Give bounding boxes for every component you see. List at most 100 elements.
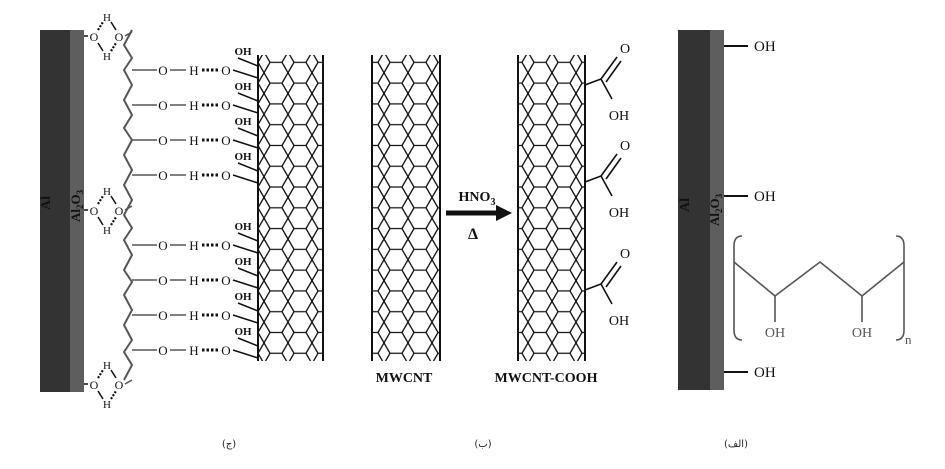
carbonyl-bond bbox=[600, 56, 618, 80]
cnt-tube-pristine bbox=[371, 55, 441, 361]
cnt-lattice bbox=[518, 55, 585, 361]
hydroxyl-group: OH bbox=[609, 206, 629, 221]
oxygen-atom: O bbox=[158, 98, 167, 113]
oxygen-atom: O bbox=[158, 308, 167, 323]
oh-bond bbox=[110, 21, 117, 31]
panel-label-a: (الف) bbox=[724, 439, 748, 450]
oh-bond bbox=[97, 390, 104, 400]
hydrogen-atom: H bbox=[189, 98, 198, 113]
surface-oxygen: O bbox=[90, 30, 99, 44]
al2o3-layer bbox=[70, 30, 84, 392]
hydrogen-atom: H bbox=[189, 273, 198, 288]
cnt-bond bbox=[232, 139, 259, 149]
cnt-bond bbox=[237, 267, 259, 277]
al2o3-label: Al2O3 bbox=[707, 193, 724, 226]
polymer-bond bbox=[124, 205, 133, 211]
polymer-bond bbox=[124, 31, 133, 37]
cnt-carbon-bond bbox=[584, 175, 602, 183]
oxygen-atom: O bbox=[158, 343, 167, 358]
carboxyl-oh: OH bbox=[234, 81, 252, 93]
bracket-left bbox=[733, 235, 743, 341]
hbond-dash bbox=[97, 369, 104, 379]
cnt-bond bbox=[232, 279, 259, 289]
hydroxyl-group: OH bbox=[609, 109, 629, 124]
polymer-oxygen: O bbox=[115, 30, 124, 44]
al-substrate bbox=[678, 30, 710, 390]
panel-label-c: (ج) bbox=[222, 439, 236, 450]
cnt-bond bbox=[237, 127, 259, 137]
surface-oxygen: O bbox=[90, 204, 99, 218]
bracket-right bbox=[895, 235, 905, 341]
pva-backbone bbox=[733, 260, 905, 298]
polymer-oxygen: O bbox=[115, 204, 124, 218]
hydrogen-atom: H bbox=[189, 63, 198, 78]
hbond-dash bbox=[97, 195, 104, 205]
reagent-label: HNO3 bbox=[459, 190, 496, 208]
arrow-head bbox=[496, 205, 512, 221]
al-substrate bbox=[40, 30, 70, 392]
hydroxyl-group: OH bbox=[609, 314, 629, 329]
carbonyl-bond bbox=[605, 265, 622, 288]
hydroxyl-bond bbox=[600, 78, 613, 100]
mwcnt-cooh-label: MWCNT-COOH bbox=[495, 371, 598, 386]
hydrogen-atom: H bbox=[189, 133, 198, 148]
bridging-hydrogen: H bbox=[103, 360, 111, 372]
cnt-carbon-bond bbox=[584, 78, 602, 86]
cnt-lattice bbox=[372, 55, 440, 361]
hbond-dash bbox=[97, 21, 104, 31]
surface-oh: OH bbox=[724, 189, 776, 205]
cnt-bond bbox=[237, 57, 259, 67]
bridging-hydrogen: H bbox=[103, 12, 111, 24]
oh-bond bbox=[110, 369, 117, 379]
oh-bond bbox=[97, 42, 104, 52]
cooh-group: OOH bbox=[584, 139, 630, 221]
oh-group: OH bbox=[754, 365, 776, 381]
oh-group: OH bbox=[754, 189, 776, 205]
hbond-dash bbox=[110, 390, 117, 400]
heat-label: Δ bbox=[468, 226, 478, 243]
oxygen-atom: O bbox=[221, 273, 230, 288]
cnt-bond bbox=[237, 302, 259, 312]
cnt-bond bbox=[237, 162, 259, 172]
oxygen-atom: O bbox=[221, 98, 230, 113]
hydrogen-atom: H bbox=[189, 343, 198, 358]
al2o3-layer bbox=[710, 30, 724, 390]
polymer-oxygen: O bbox=[115, 378, 124, 392]
surface-oxygen: O bbox=[90, 378, 99, 392]
oxygen-atom: O bbox=[158, 238, 167, 253]
hbond-dash bbox=[110, 216, 117, 226]
cooh-group: OOH bbox=[584, 42, 630, 124]
surface-oh: OH bbox=[724, 365, 776, 381]
hydrogen-atom: H bbox=[189, 168, 198, 183]
carboxyl-oh: OH bbox=[234, 291, 252, 303]
cnt-bond bbox=[232, 244, 259, 254]
oh-bond bbox=[97, 216, 104, 226]
cnt-carbon-bond bbox=[584, 283, 602, 291]
carboxyl-oh: OH bbox=[234, 326, 252, 338]
cnt-bond bbox=[237, 92, 259, 102]
carboxyl-oh: OH bbox=[234, 151, 252, 163]
oxygen-atom: O bbox=[221, 63, 230, 78]
al-label: Al bbox=[678, 198, 693, 212]
mwcnt-label: MWCNT bbox=[376, 371, 433, 386]
hydrogen-atom: H bbox=[189, 238, 198, 253]
oxygen-atom: O bbox=[221, 308, 230, 323]
polymer-backbone bbox=[122, 29, 134, 381]
oxygen-atom: O bbox=[158, 273, 167, 288]
cooh-group: OOH bbox=[584, 247, 630, 329]
bridging-hydrogen: H bbox=[103, 225, 111, 237]
